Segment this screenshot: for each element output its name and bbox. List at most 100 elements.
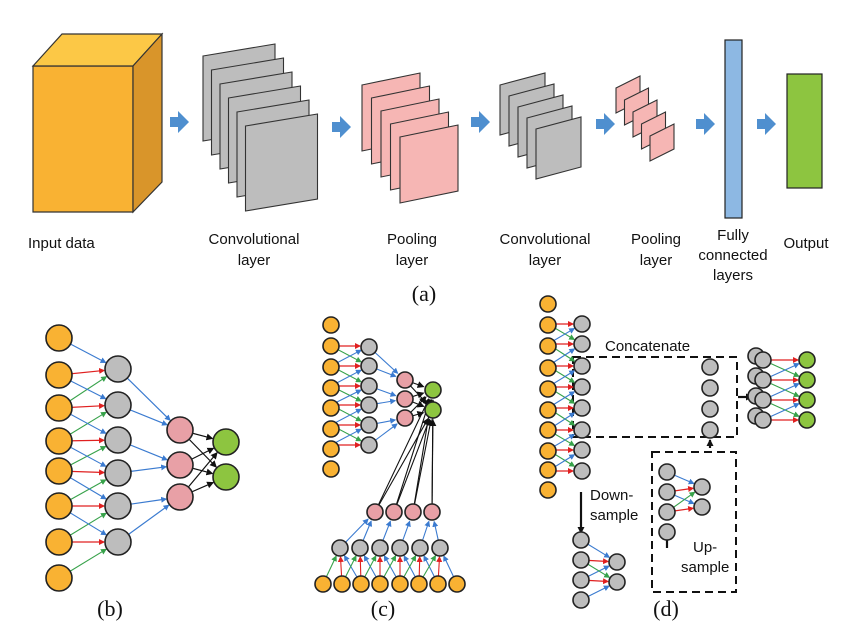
output-node <box>424 401 442 419</box>
caption-d: (d) <box>653 596 679 621</box>
output-layer-bar <box>786 73 823 189</box>
pool-node <box>166 483 194 511</box>
downsample-node <box>608 573 626 591</box>
input-node <box>314 575 332 593</box>
encoder-node <box>573 462 591 480</box>
nodes <box>314 316 466 593</box>
downsample-node <box>572 551 590 569</box>
input-node <box>322 440 340 458</box>
concat-node <box>754 351 772 369</box>
hidden-node <box>391 539 409 557</box>
upsample-node <box>658 483 676 501</box>
flow-arrows <box>170 111 776 138</box>
flow-arrow <box>596 113 615 135</box>
label-conv2-line1: Convolutional <box>500 231 591 248</box>
hidden-node <box>104 355 132 383</box>
input-node <box>539 481 557 499</box>
label-fc-line1: Fully <box>717 227 749 244</box>
output-node <box>798 371 816 389</box>
edge <box>412 418 434 513</box>
hidden-node <box>431 539 449 557</box>
hidden-node <box>360 396 378 414</box>
flow-arrow <box>332 116 351 138</box>
input-node <box>539 442 557 460</box>
label-conv1-line2: layer <box>238 252 271 269</box>
input-node <box>322 420 340 438</box>
input-node <box>539 461 557 479</box>
input-node <box>322 337 340 355</box>
input-node <box>45 361 73 389</box>
concat-node <box>754 371 772 389</box>
panel-d-unet: Concatenate Down- sample Up- sample (d) <box>539 295 816 621</box>
upsample-node <box>658 503 676 521</box>
encoder-node <box>573 357 591 375</box>
panel-a-cnn-pipeline: Input data Convolutional layer Pooling l… <box>28 32 829 306</box>
encoder-node <box>573 399 591 417</box>
decoder-node <box>701 400 719 418</box>
label-fc-line3: layers <box>713 267 753 284</box>
label-pool2-line2: layer <box>640 252 673 269</box>
pool-node <box>396 409 414 427</box>
hidden-node <box>104 492 132 520</box>
hidden-node <box>104 391 132 419</box>
upsample-node <box>693 498 711 516</box>
label-up-line2: sample <box>681 559 729 576</box>
label-conv2-line2: layer <box>529 252 562 269</box>
input-node <box>539 421 557 439</box>
encoder-node <box>573 421 591 439</box>
concat-node <box>754 391 772 409</box>
upsample-node <box>693 478 711 496</box>
encoder-node <box>573 378 591 396</box>
encoder-node <box>573 335 591 353</box>
edge <box>412 398 434 513</box>
input-node <box>539 380 557 398</box>
caption-c: (c) <box>371 596 395 621</box>
output-node <box>212 428 240 456</box>
feature-map-stacks <box>202 43 675 212</box>
input-node <box>352 575 370 593</box>
label-pool1-line1: Pooling <box>387 231 437 248</box>
pool-node <box>396 390 414 408</box>
caption-a: (a) <box>412 281 436 306</box>
label-pool1-line2: layer <box>396 252 429 269</box>
label-down-line1: Down- <box>590 487 633 504</box>
flow-arrow <box>170 111 189 133</box>
edge <box>429 418 437 513</box>
caption-b: (b) <box>97 596 123 621</box>
edge <box>374 398 430 513</box>
label-conv1-line1: Convolutional <box>209 231 300 248</box>
pool-node <box>423 503 441 521</box>
hidden-node <box>360 357 378 375</box>
output-node <box>424 381 442 399</box>
hidden-node <box>360 436 378 454</box>
hidden-node <box>360 377 378 395</box>
label-output: Output <box>783 235 829 252</box>
decoder-node <box>701 358 719 376</box>
label-concatenate: Concatenate <box>605 338 690 355</box>
output-node <box>212 463 240 491</box>
hidden-node <box>104 459 132 487</box>
hidden-node <box>411 539 429 557</box>
flow-arrow <box>757 113 776 135</box>
panel-c-network: (c) <box>314 316 466 621</box>
input-node <box>410 575 428 593</box>
input-node <box>429 575 447 593</box>
label-down-line2: sample <box>590 507 638 524</box>
downsample-node <box>572 531 590 549</box>
label-up-line1: Up- <box>693 539 717 556</box>
input-node <box>45 564 73 592</box>
pool-node <box>366 503 384 521</box>
pool-node <box>166 451 194 479</box>
pool2-map <box>649 123 675 162</box>
pool1-map <box>399 124 459 204</box>
label-input-data: Input data <box>28 235 95 252</box>
label-pool2-line1: Pooling <box>631 231 681 248</box>
label-fc-line2: connected <box>698 247 767 264</box>
nodes <box>45 324 240 592</box>
input-node <box>539 316 557 334</box>
downsample-node <box>572 591 590 609</box>
input-node <box>45 324 73 352</box>
output-node <box>798 391 816 409</box>
edges <box>58 337 218 579</box>
